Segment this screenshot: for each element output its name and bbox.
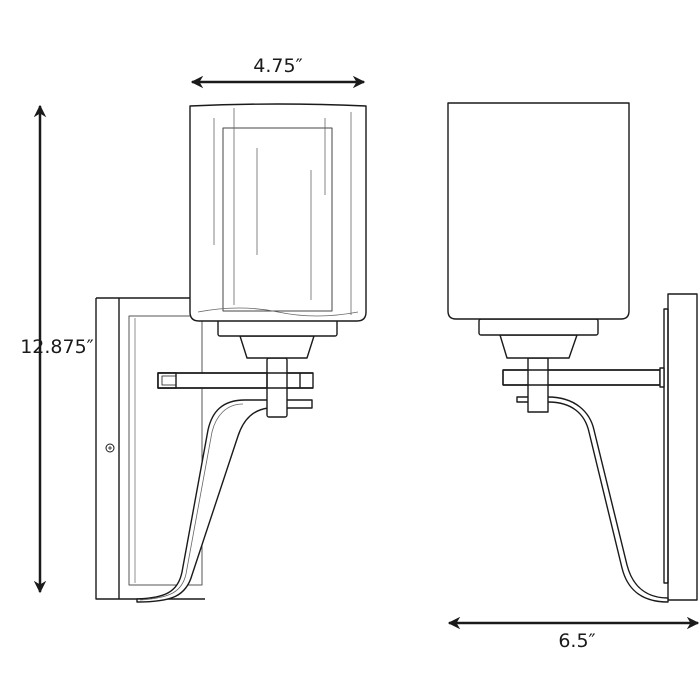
- backplate-inner-panel: [128, 315, 203, 586]
- side-curved-arm: [516, 396, 669, 603]
- height-dimension-label: 12.875″: [20, 336, 94, 358]
- mounting-plate: [663, 308, 669, 584]
- side-view: [447, 102, 698, 603]
- socket-cone: [239, 335, 315, 359]
- arm-bar: [157, 372, 314, 389]
- wall-backplate: [667, 293, 698, 601]
- side-collar: [478, 318, 599, 336]
- side-glass-shade: [447, 102, 630, 320]
- width-dimension-label: 4.75″: [253, 55, 303, 77]
- front-view: [95, 103, 367, 603]
- inner-glass: [222, 127, 333, 312]
- glass-shade: [189, 103, 367, 322]
- screw-icon: [105, 443, 115, 453]
- extension-dimension-label: 6.5″: [558, 630, 596, 652]
- side-arm-bar: [502, 369, 661, 386]
- side-socket-cone: [499, 334, 578, 359]
- curved-arm: [136, 399, 313, 603]
